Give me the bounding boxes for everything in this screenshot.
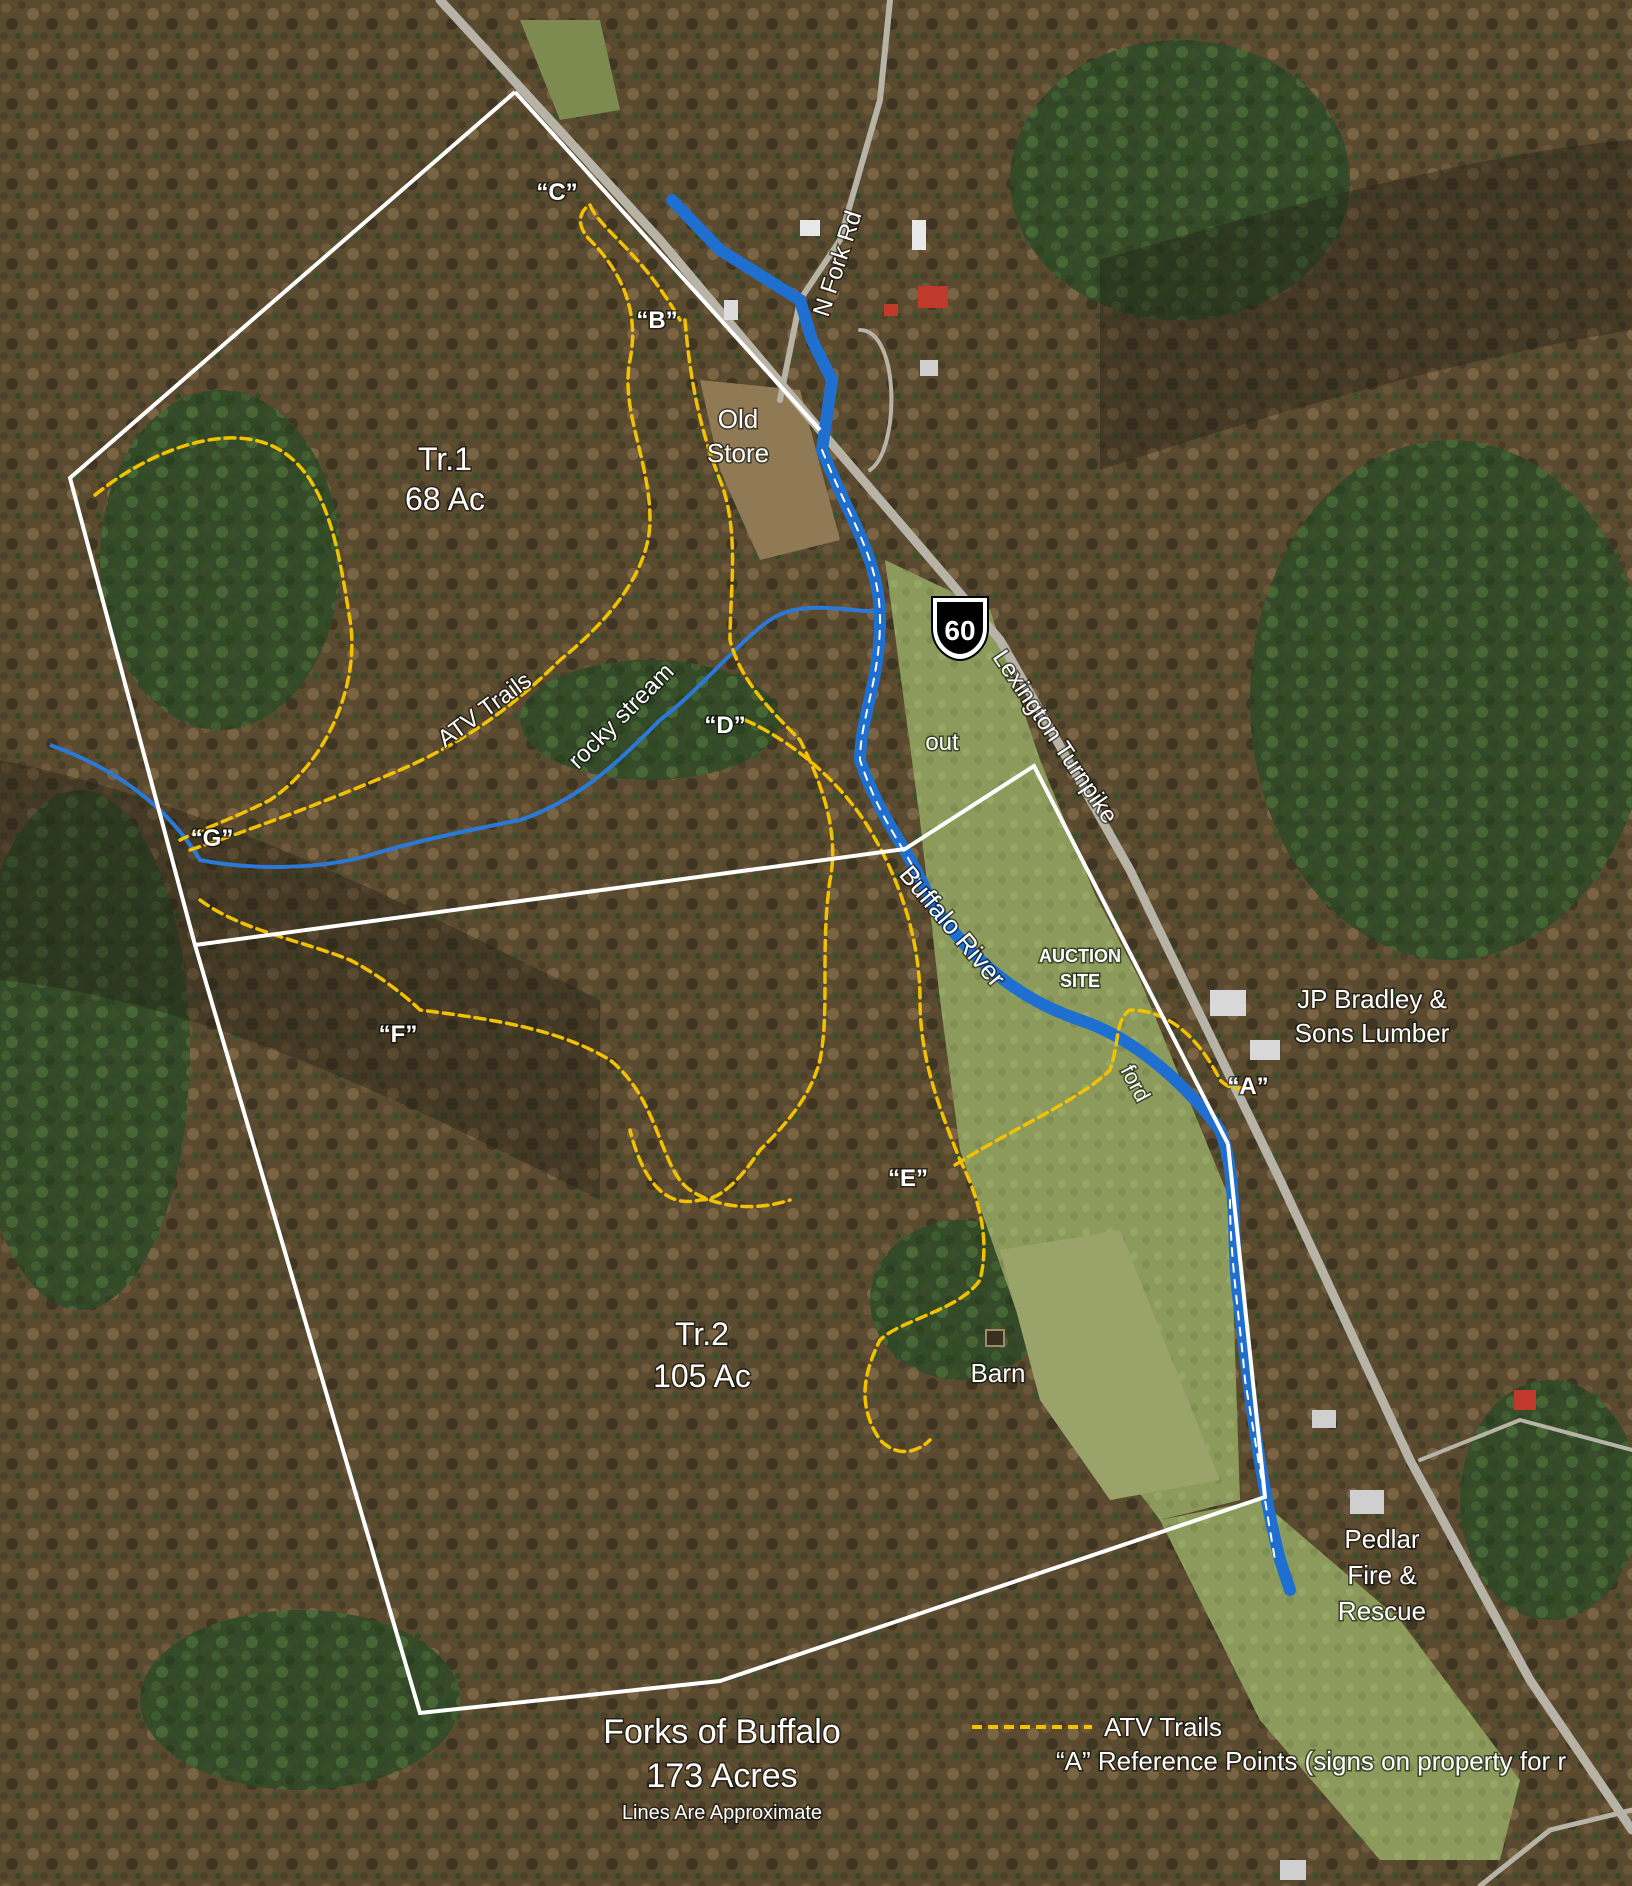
- ref-point-a: “A”: [1227, 1073, 1268, 1100]
- field-barn: [1000, 1230, 1220, 1500]
- river-dashes: [821, 449, 1276, 1561]
- auction-label: AUCTION: [1039, 946, 1121, 966]
- ref-point-f: “F”: [379, 1021, 418, 1048]
- reference-points: “A” “B” “C” “D” “E” “F” “G”: [189, 178, 1270, 1194]
- building: [1350, 1490, 1384, 1514]
- building: [800, 220, 820, 236]
- ref-point-g: “G”: [191, 825, 234, 852]
- rocky-stream-line: [49, 605, 881, 869]
- buffalo-river: [666, 194, 1296, 1596]
- trail-loop-west: [93, 436, 354, 842]
- barn-label: Barn: [971, 1358, 1026, 1388]
- evergreen-patch: [1250, 440, 1632, 960]
- tract-1-acres: 68 Ac: [405, 481, 485, 517]
- ref-point-c: “C”: [536, 179, 577, 206]
- rescue-label: Rescue: [1338, 1596, 1426, 1626]
- drive-loop: [858, 328, 894, 472]
- route-number: 60: [944, 615, 975, 646]
- south-road: [1477, 1807, 1632, 1886]
- ridge-shadow: [0, 760, 600, 1200]
- building: [1514, 1390, 1536, 1410]
- building: [724, 300, 738, 320]
- ridge-shadows: [0, 140, 1632, 1200]
- legend-atv-label: ATV Trails: [1104, 1712, 1222, 1742]
- building: [920, 360, 938, 376]
- barn-building: [985, 1329, 1005, 1347]
- old-label: Old: [718, 404, 758, 434]
- fire-label: Fire &: [1347, 1560, 1416, 1590]
- roads: [435, 0, 1632, 1886]
- evergreen-patch: [140, 1610, 460, 1790]
- ridge-shadow: [1100, 140, 1632, 470]
- trail-c-connector: [588, 203, 682, 322]
- buildings: [724, 220, 1536, 1880]
- pedlar-label: Pedlar: [1344, 1524, 1419, 1554]
- tract-1-name: Tr.1: [418, 441, 472, 477]
- lumber-label-line-2: Sons Lumber: [1295, 1018, 1450, 1048]
- trail-b: [628, 318, 835, 1204]
- trail-f: [198, 898, 792, 1209]
- store-label: Store: [707, 438, 769, 468]
- northeast-boundary: [513, 90, 822, 432]
- shield-inner: [937, 602, 983, 654]
- evergreen-patch: [1010, 40, 1350, 320]
- tract-2-boundary: [193, 944, 1268, 1716]
- trail-d: [743, 718, 986, 1454]
- evergreen-patch: [100, 390, 340, 730]
- lexington-turnpike-road: [435, 0, 1632, 1835]
- accuracy-note: Lines Are Approximate: [622, 1802, 822, 1824]
- building: [1312, 1410, 1336, 1428]
- tract-2-name: Tr.2: [675, 1316, 729, 1352]
- ref-point-b: “B”: [636, 307, 677, 334]
- trail-ford: [953, 1008, 1252, 1167]
- field-north: [520, 20, 620, 120]
- store-clearing: [700, 380, 840, 560]
- route-60-shield: 60: [931, 596, 989, 662]
- map-title: Forks of Buffalo: [603, 1713, 841, 1751]
- trail-atv: [188, 203, 652, 852]
- total-acres: 173 Acres: [646, 1757, 797, 1795]
- field-south: [1160, 1500, 1520, 1860]
- tract-1-boundary: [67, 90, 1230, 1145]
- evergreen-patch: [0, 790, 190, 1310]
- building: [1280, 1860, 1306, 1880]
- tract-2-acres: 105 Ac: [653, 1358, 751, 1394]
- n-fork-rd-road: [777, 0, 893, 403]
- side-road: [1418, 1417, 1632, 1462]
- title-block: Forks of Buffalo 173 Acres Lines Are App…: [602, 1712, 843, 1826]
- legend: ATV Trails “A” Reference Points (signs o…: [972, 1711, 1568, 1778]
- evergreen-patch: [1460, 1380, 1632, 1620]
- lumber-label-line-1: JP Bradley &: [1297, 984, 1447, 1014]
- building: [912, 220, 926, 250]
- site-label: SITE: [1060, 971, 1100, 991]
- building: [1210, 990, 1246, 1016]
- property-boundaries: [67, 90, 1268, 1716]
- building: [884, 304, 898, 316]
- ref-point-e: “E”: [888, 1165, 928, 1192]
- building: [1250, 1040, 1280, 1060]
- river-upper: [666, 194, 839, 456]
- building: [918, 286, 948, 308]
- out-label: out: [925, 729, 959, 756]
- evergreen-patch: [520, 660, 780, 780]
- atv-trails: [93, 203, 1252, 1454]
- legend-reference-label: “A” Reference Points (signs on property …: [1056, 1746, 1566, 1776]
- ref-point-d: “D”: [704, 712, 745, 739]
